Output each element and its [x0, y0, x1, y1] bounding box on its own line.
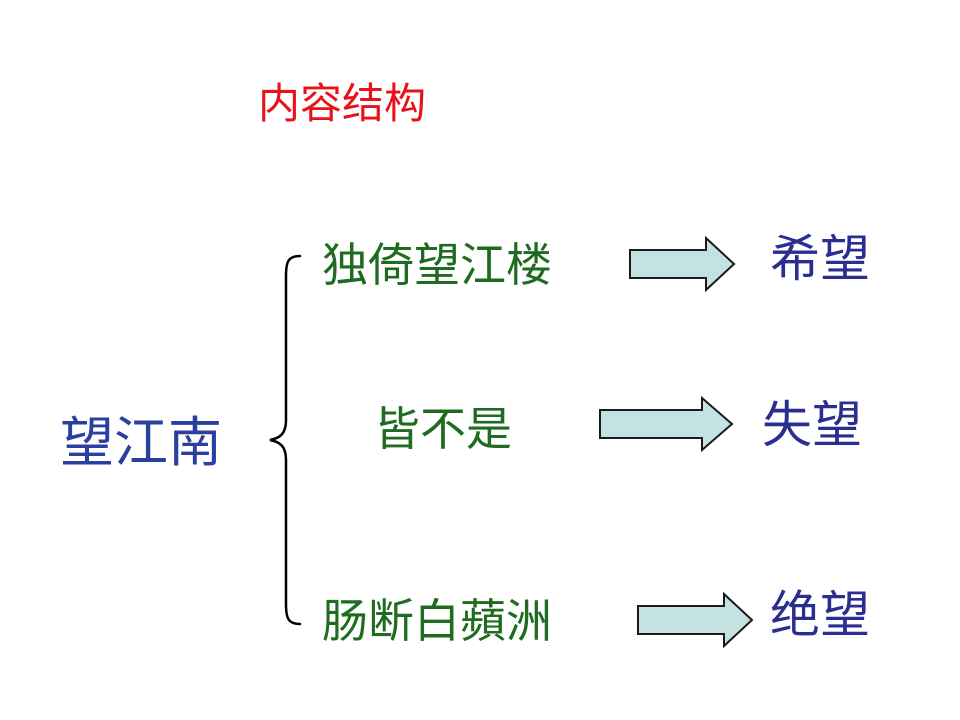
- curly-brace: [269, 254, 302, 626]
- arrow-1-icon: [629, 236, 736, 292]
- result-1-text: 希望: [770, 230, 870, 288]
- branch-3-text: 肠断白蘋洲: [322, 594, 552, 648]
- arrow-2-icon: [599, 396, 734, 452]
- arrow-3-icon: [637, 592, 754, 648]
- result-3-text: 绝望: [770, 586, 870, 644]
- branch-2-text: 皆不是: [374, 402, 512, 456]
- result-2-text: 失望: [762, 396, 862, 454]
- root-node: 望江南: [60, 411, 222, 474]
- branch-1-text: 独倚望江楼: [322, 238, 552, 292]
- diagram-title: 内容结构: [258, 79, 427, 128]
